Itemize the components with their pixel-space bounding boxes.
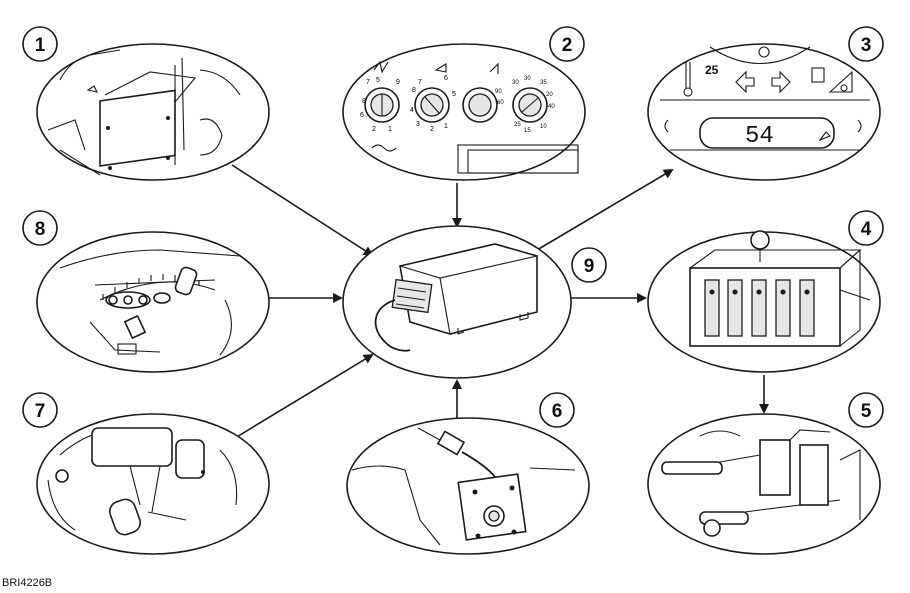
dial-1-tick-6: 6 [360,112,364,119]
dial-1-tick-1: 8 [362,98,366,105]
arrow-1-to-ecu [231,164,374,257]
dial-2-tick-1: 8 [412,87,416,94]
panel-hand-lever [36,413,270,555]
dial-2-tick-3: 6 [444,75,448,82]
digital-display [699,117,835,149]
dial-1-tick-7: 5 [376,77,380,84]
callout-3: 3 [848,26,884,62]
callout-5-label: 5 [861,401,872,422]
arrow-ecu-to-3 [536,168,674,251]
dial-1-tick-5: 9 [396,79,400,86]
dial-2-tick-2: 7 [418,79,422,86]
dial-3-tick-2: 30 [512,80,519,86]
panel-console [36,231,270,373]
dial-3-tick-10: 30 [524,76,531,82]
callout-9-label: 9 [584,256,595,277]
dial-3-tick-8: 15 [524,128,531,134]
dial-3-tick-1: 90 [495,89,502,95]
panel-lift-control [36,43,270,181]
dial-3-tick-7: 35 [540,80,547,86]
panel-hitch [647,413,881,555]
callout-1-label: 1 [35,35,46,56]
callout-4-label: 4 [861,219,872,240]
display-readout: 54 [745,123,774,150]
panel-valve-block [647,230,881,373]
callout-4: 4 [848,210,884,246]
callout-2: 2 [549,26,585,62]
dial-2-tick-7: 2 [430,126,434,133]
dial-3-tick-5: 25 [514,122,521,128]
dial-3-tick-4: 20 [546,92,553,98]
dial-2-tick-6: 3 [416,121,420,128]
dial-2-tick-5: 4 [410,107,414,114]
callout-8-label: 8 [35,219,46,240]
callout-3-label: 3 [861,35,872,56]
dial-3-tick-9: 10 [540,124,547,130]
reference-code: BRI4226B [2,577,53,589]
callout-9: 9 [571,247,607,283]
callout-7: 7 [22,392,58,428]
dial-3-tick-3: 60 [497,100,504,106]
connector-arrows [231,164,769,439]
dial-1-tick-3: 1 [388,126,392,133]
callout-8: 8 [22,210,58,246]
dial-1-tick-4: 7 [366,79,370,86]
callout-2-label: 2 [562,35,573,56]
panel-control-dials: 8 2 1 7 9 6 5 8 7 6 5 4 3 2 1 90 30 60 2… [342,43,586,181]
arrow-7-to-ecu [234,353,374,439]
panel-display: 54 25 [647,43,881,181]
panel-sensor [346,417,590,555]
callout-6: 6 [539,392,575,428]
dial-3-tick-6: 40 [548,104,555,110]
gauge-label: 25 [705,63,719,77]
callout-6-label: 6 [552,401,563,422]
callout-1: 1 [22,26,58,62]
callout-5: 5 [848,392,884,428]
dial-2-tick-8: 1 [444,123,448,130]
dial-2-tick-4: 5 [452,91,456,98]
dial-1-tick-2: 2 [372,126,376,133]
callout-7-label: 7 [35,401,46,422]
panel-ecu [342,225,572,379]
